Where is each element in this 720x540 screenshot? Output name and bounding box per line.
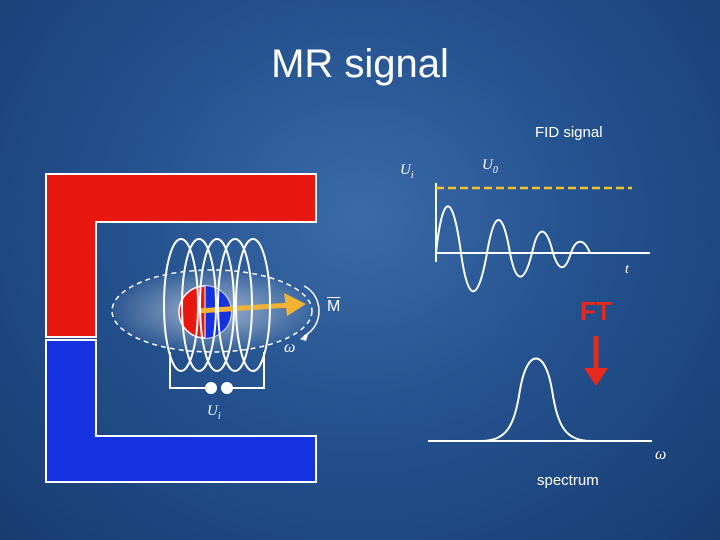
magnetization-arrow [197,293,306,316]
u-i-axis-label: Ui [400,162,414,181]
receiver-coil [163,238,271,389]
coil-terminal-right [221,382,233,394]
u-i-coil-label: Ui [207,403,221,422]
spectrum-label: spectrum [537,472,599,489]
omega-rotation-label: ω [284,339,296,356]
fid-waveform [435,205,591,292]
ft-arrow [584,336,608,386]
magnet-north-pole [45,173,317,338]
magnetization-label: M [327,298,341,315]
ft-label: FT [580,296,612,326]
omega-axis-label: ω [655,446,667,463]
slide-title: MR signal [271,42,449,86]
t-axis-label: t [625,262,629,277]
magnet-south-pole [45,339,317,483]
rotation-arrow [303,285,320,337]
spectrum-peak [479,357,593,442]
coil-terminal-left [205,382,217,394]
u0-label: U0 [482,157,498,176]
fid-signal-label: FID signal [535,124,603,141]
rotation-arrow-head [300,332,309,341]
